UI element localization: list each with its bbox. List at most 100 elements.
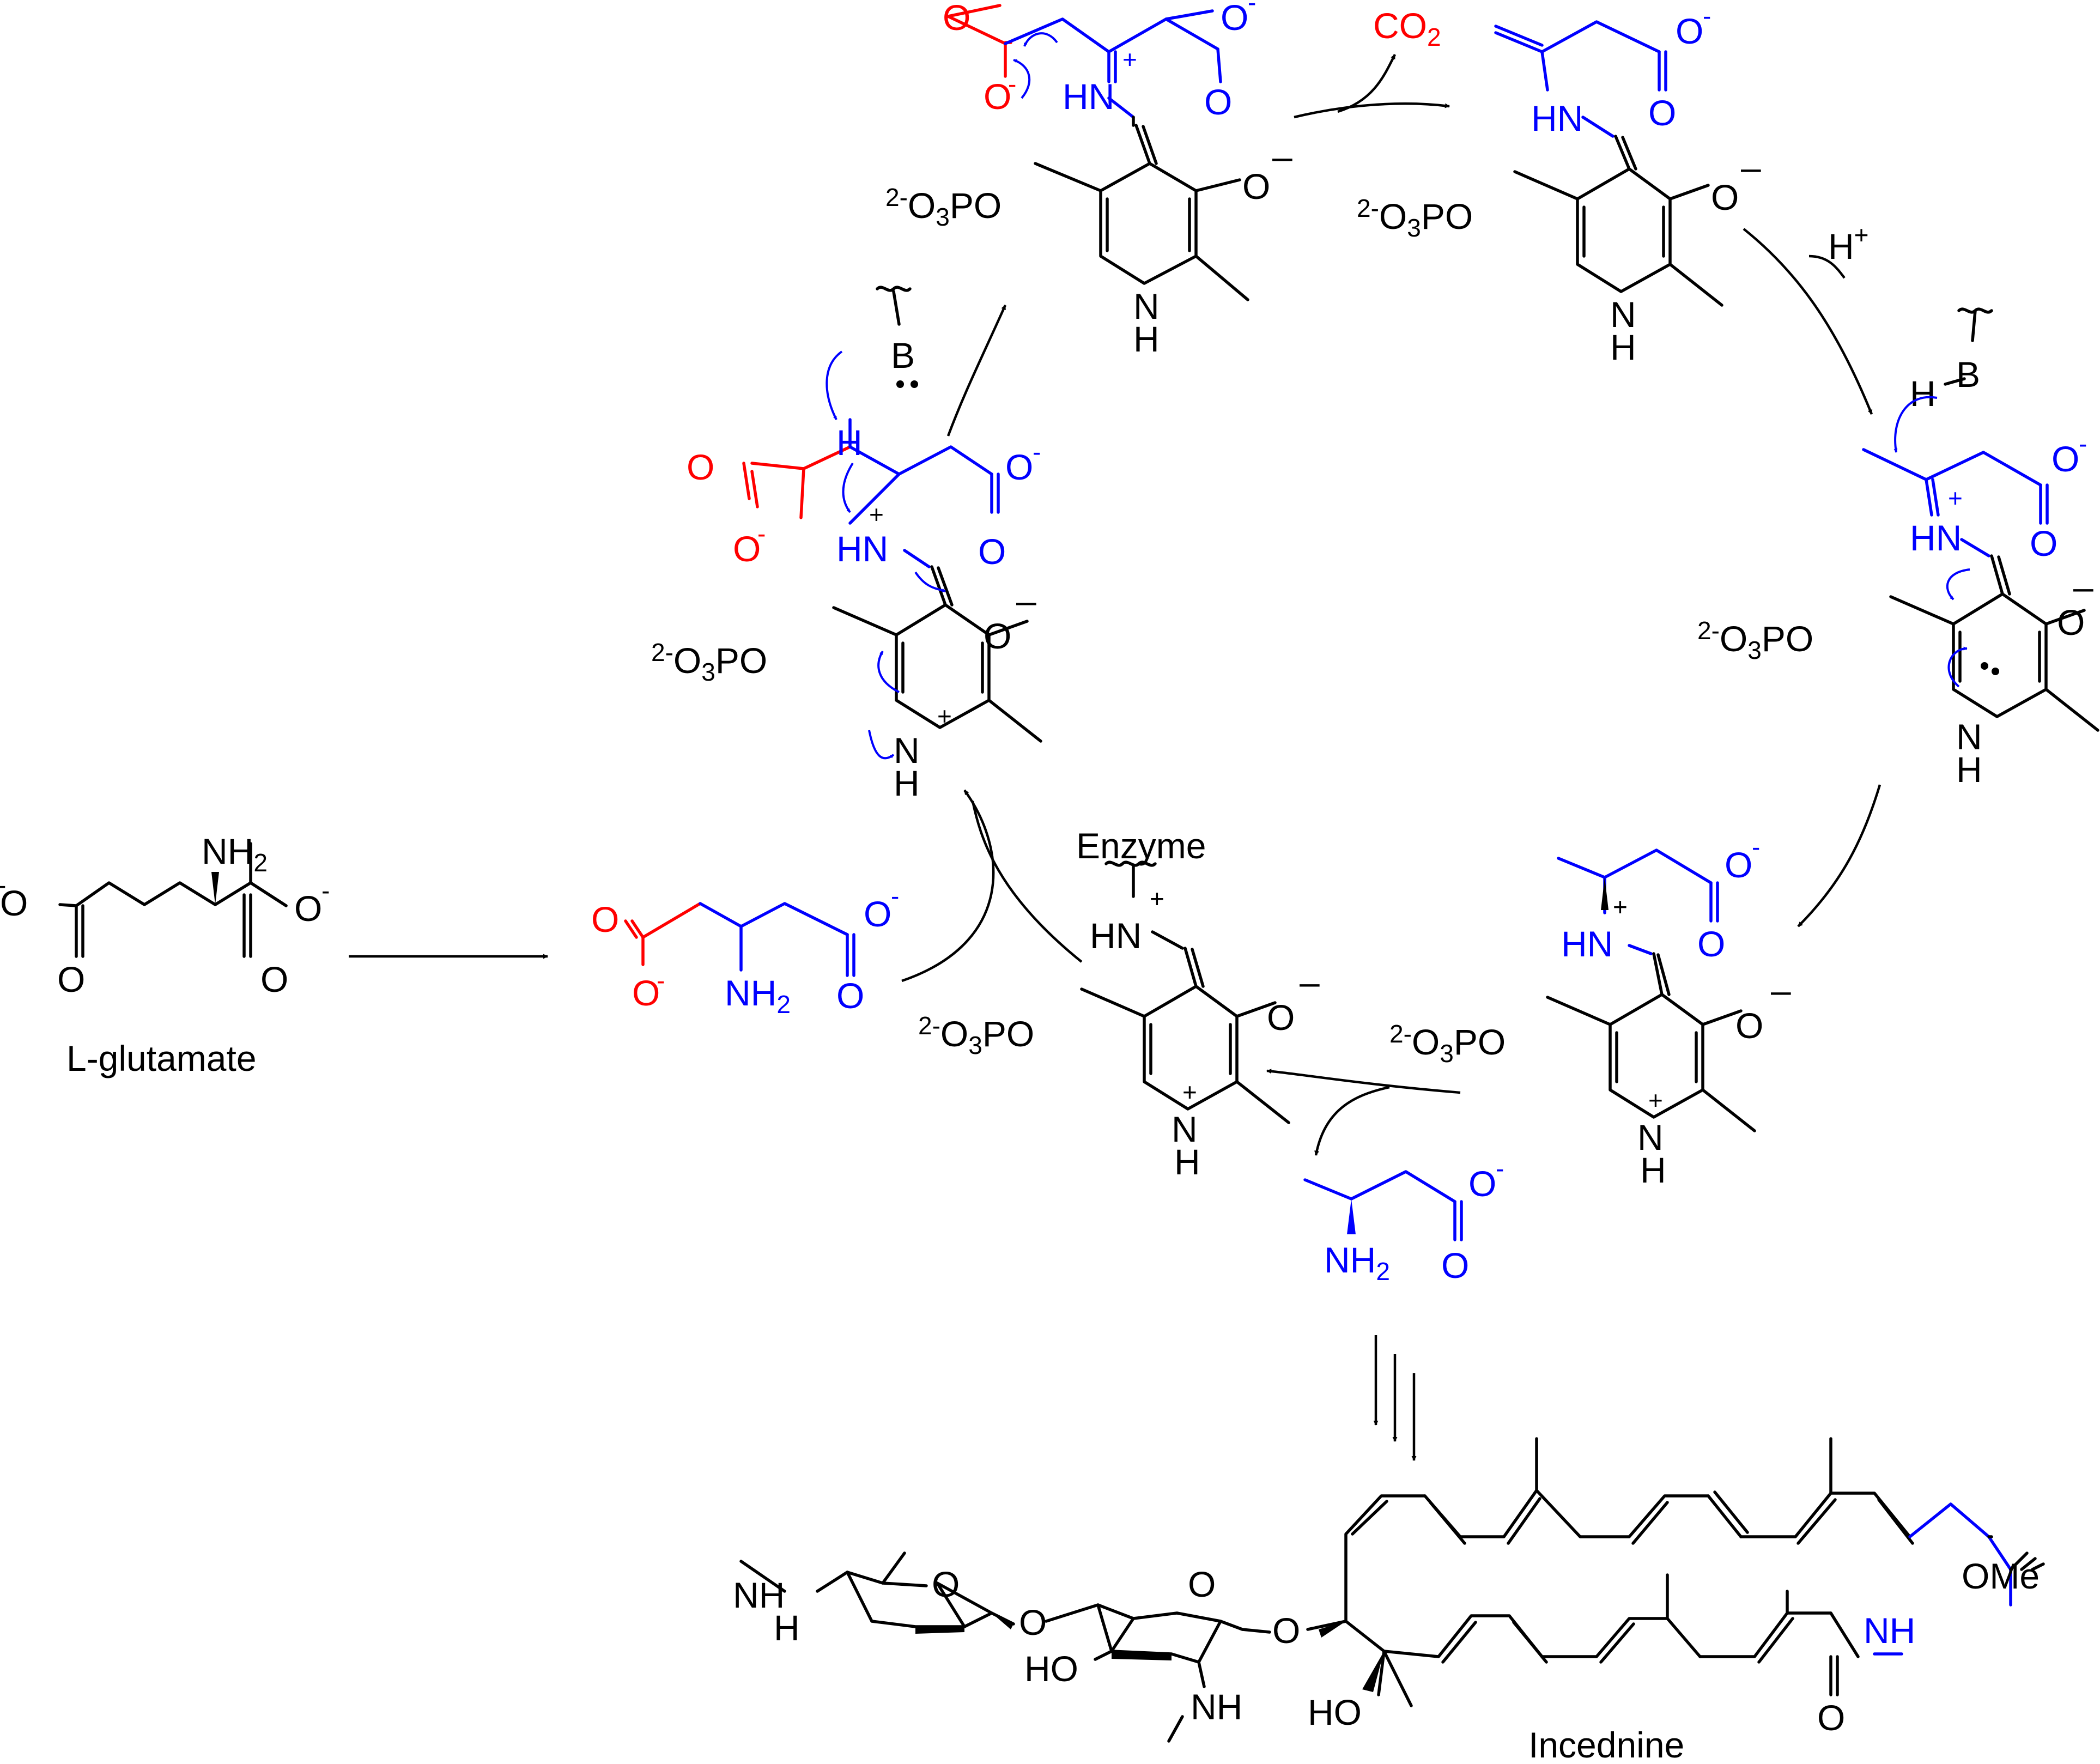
incednine-sugar-h: H <box>774 1608 800 1648</box>
enzyme-label: Enzyme <box>1076 826 1206 866</box>
external-aldimine-minus: – <box>1016 580 1036 621</box>
intermediate-4-anion: - <box>1752 833 1760 861</box>
intermediate-2-carbonyl-o: O <box>1648 93 1676 133</box>
intermediate-1-ring-n: N <box>1133 286 1160 326</box>
glutamate-name: L-glutamate <box>66 1038 257 1078</box>
enzyme-plp-ring-n: N <box>1172 1109 1198 1149</box>
enzyme-plus: + <box>1150 884 1164 913</box>
incednine-hydroxyl-1: HO <box>1024 1648 1078 1689</box>
external-aldimine-imine-hn: HN <box>836 529 888 569</box>
intermediate-3-anion: - <box>2079 429 2087 458</box>
external-aldimine-plus: + <box>869 500 884 529</box>
intermediate-1-carboxylate-o: O <box>984 76 1011 117</box>
intermediate-3-ring-n: N <box>1956 717 1982 757</box>
intermediate-3-h: H <box>1910 373 1936 414</box>
enzyme-plp-phosphate: 2-O3PO <box>918 1011 1034 1059</box>
intermediate-1-anion-blue: - <box>1248 0 1256 16</box>
aminoglutarate-carbonyl-o-blue: O <box>836 975 864 1016</box>
protonation-intermediate: H B O - O HN + 2-O3PO O – N H <box>1697 307 2099 790</box>
enzyme-plp-ring-h: H <box>1174 1142 1200 1182</box>
aminoglutarate-structure: O O - NH2 O - O <box>591 882 899 1019</box>
intermediate-4-ring-n: N <box>1637 1117 1664 1157</box>
external-aldimine: B H O O - O - O HN + 2-O3PO O – + N H <box>651 286 1042 803</box>
incednine-ring-o-2: O <box>1188 1564 1216 1604</box>
incednine-sugar-nh: NH <box>733 1575 785 1615</box>
aldimine-intermediate: O - O HN + 2-O3PO O – + N H <box>1389 833 1791 1190</box>
aminoglutarate-amino: NH2 <box>725 973 791 1019</box>
incednine-name: Incednine <box>1528 1725 1684 1764</box>
external-aldimine-carbonyl-o-blue: O <box>978 531 1006 572</box>
intermediate-1-carboxylate-o-blue: O <box>1221 0 1248 38</box>
intermediate-2-enamine-hn: HN <box>1531 98 1583 138</box>
intermediate-2-ring-h: H <box>1610 327 1636 367</box>
intermediate-2-phenolate-o: O <box>1711 177 1739 217</box>
intermediate-3-phosphate: 2-O3PO <box>1697 616 1813 664</box>
l-glutamate-structure: O - O NH2 O - O L-glutamate <box>0 831 330 1078</box>
intermediate-1-phenolate-o: O <box>1242 166 1270 207</box>
enamine-intermediate: O - O HN 2-O3PO O – N H <box>1357 2 1761 367</box>
enzyme-imine-hn: HN <box>1090 916 1142 956</box>
external-aldimine-anion-blue: - <box>1033 438 1041 466</box>
incednine-structure: NH H O O O HO NH O HO OMe NH O Incednine <box>733 1437 2045 1764</box>
aminoglutarate-anion-blue: - <box>891 882 899 910</box>
intermediate-2-ring-n: N <box>1610 294 1636 335</box>
intermediate-1-phosphate: 2-O3PO <box>885 183 1002 231</box>
enzyme-plp-minus: – <box>1300 962 1320 1002</box>
incednine-glycosidic-o-2: O <box>1272 1610 1300 1651</box>
glutamate-carbonyl-o-left: O <box>57 959 85 999</box>
intermediate-3-ring-h: H <box>1956 749 1982 790</box>
intermediate-1-minus: – <box>1272 136 1292 177</box>
incednine-methoxy: OMe <box>1962 1556 2040 1596</box>
intermediate-2-phosphate: 2-O3PO <box>1357 194 1473 242</box>
incednine-amide-nh: NH <box>1864 1610 1915 1651</box>
decarboxylation-intermediate: O O - HN + O - O 2-O3PO O – N H <box>885 0 1292 359</box>
external-aldimine-phenolate-o: O <box>984 616 1011 656</box>
intermediate-3-base: B <box>1956 354 1980 395</box>
glutamate-carboxylate-o-left: O <box>0 883 28 923</box>
aminobutyrate-amino: NH2 <box>1324 1240 1390 1286</box>
intermediate-1-anion-red: - <box>1008 70 1016 98</box>
glutamate-anion-left: - <box>0 871 6 899</box>
aminobutyrate-carboxylate-o: O <box>1468 1163 1496 1204</box>
intermediate-1-carbonyl-o: O <box>943 0 970 38</box>
external-aldimine-phosphate: 2-O3PO <box>651 638 767 686</box>
aminoglutarate-carboxylate-o: O <box>632 973 660 1013</box>
intermediate-4-phenolate-o: O <box>1735 1005 1763 1046</box>
aminoglutarate-anion-red: - <box>657 966 665 995</box>
intermediate-4-phosphate: 2-O3PO <box>1389 1020 1506 1068</box>
incednine-hydroxyl-2: HO <box>1308 1692 1362 1732</box>
external-aldimine-carboxylate-o-blue: O <box>1005 447 1033 487</box>
external-aldimine-anion-red: - <box>757 519 766 548</box>
intermediate-3-carboxylate-o: O <box>2052 439 2079 479</box>
intermediate-1-ring-h: H <box>1133 319 1160 359</box>
intermediate-3-phenolate-o: O <box>2057 602 2085 642</box>
intermediate-3-imine-hn: HN <box>1910 518 1962 558</box>
glutamate-amino-label: NH2 <box>202 831 268 877</box>
intermediate-4-ring-plus: + <box>1648 1086 1663 1114</box>
intermediate-3-minus: – <box>2073 567 2093 607</box>
proton-label: H+ <box>1828 221 1869 266</box>
aminobutyrate-structure: O - O NH2 <box>1303 1154 1504 1286</box>
incednine-ring-o-1: O <box>932 1564 960 1604</box>
external-aldimine-carbonyl-o: O <box>687 447 714 487</box>
aminobutyrate-anion: - <box>1496 1154 1504 1183</box>
glutamate-carbonyl-o-right: O <box>260 959 288 999</box>
intermediate-4-minus: – <box>1771 970 1791 1010</box>
intermediate-1-plus: + <box>1122 45 1137 74</box>
co2-label: CO2 <box>1373 5 1441 51</box>
intermediate-4-carboxylate-o: O <box>1725 845 1752 885</box>
aminoglutarate-carbonyl-o: O <box>591 899 619 939</box>
external-aldimine-ring-h: H <box>894 763 920 803</box>
incednine-sugar-nh-2: NH <box>1191 1687 1242 1727</box>
incednine-glycosidic-o-1: O <box>1019 1602 1047 1642</box>
intermediate-4-ring-h: H <box>1640 1150 1666 1190</box>
enzyme-plp-ring-plus: + <box>1182 1078 1197 1106</box>
glutamate-carboxylate-o-right: O <box>294 888 322 929</box>
aminobutyrate-carbonyl-o: O <box>1441 1245 1469 1286</box>
intermediate-1-carbonyl-o-blue: O <box>1204 82 1232 122</box>
enzyme-plp-complex: Enzyme + HN 2-O3PO O – + N H <box>918 826 1320 1182</box>
external-aldimine-h: H <box>836 422 863 463</box>
intermediate-3-carbonyl-o: O <box>2030 523 2057 563</box>
intermediate-4-plus: + <box>1613 893 1628 921</box>
